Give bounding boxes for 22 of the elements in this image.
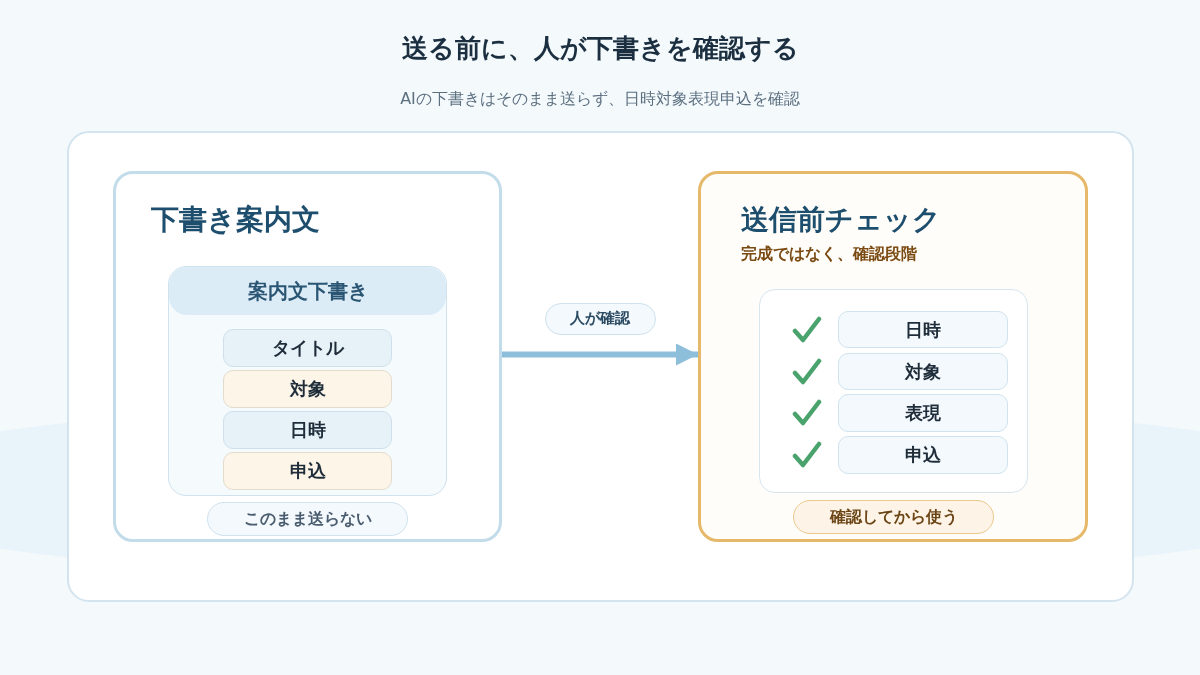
checklist-panel xyxy=(759,289,1028,493)
checklist-item: 表現 xyxy=(838,394,1008,432)
card-subheading: 完成ではなく、確認段階 xyxy=(741,242,917,265)
checklist-item: 日時 xyxy=(838,311,1008,348)
draft-item: 申込 xyxy=(223,452,392,490)
draft-card xyxy=(168,266,447,496)
draft-item: 日時 xyxy=(223,411,392,449)
panel xyxy=(67,131,1134,602)
card-heading: 送信前チェック xyxy=(741,202,941,238)
checklist-item: 申込 xyxy=(838,436,1008,474)
draft-item: 対象 xyxy=(223,370,392,408)
note-pill: このまま送らない xyxy=(207,502,408,536)
card xyxy=(698,171,1088,542)
checklist-item: 対象 xyxy=(838,353,1008,390)
subtitle: AIの下書きはそのまま送らず、日時対象表現申込を確認 xyxy=(400,88,800,110)
card-heading: 下書き案内文 xyxy=(151,202,320,238)
card-header: 案内文下書き xyxy=(169,267,446,315)
card xyxy=(113,171,502,542)
draft-item: タイトル xyxy=(223,329,392,367)
note-pill: 確認してから使う xyxy=(793,500,994,534)
arrow xyxy=(502,343,698,366)
title: 送る前に、人が下書きを確認する xyxy=(401,31,799,65)
